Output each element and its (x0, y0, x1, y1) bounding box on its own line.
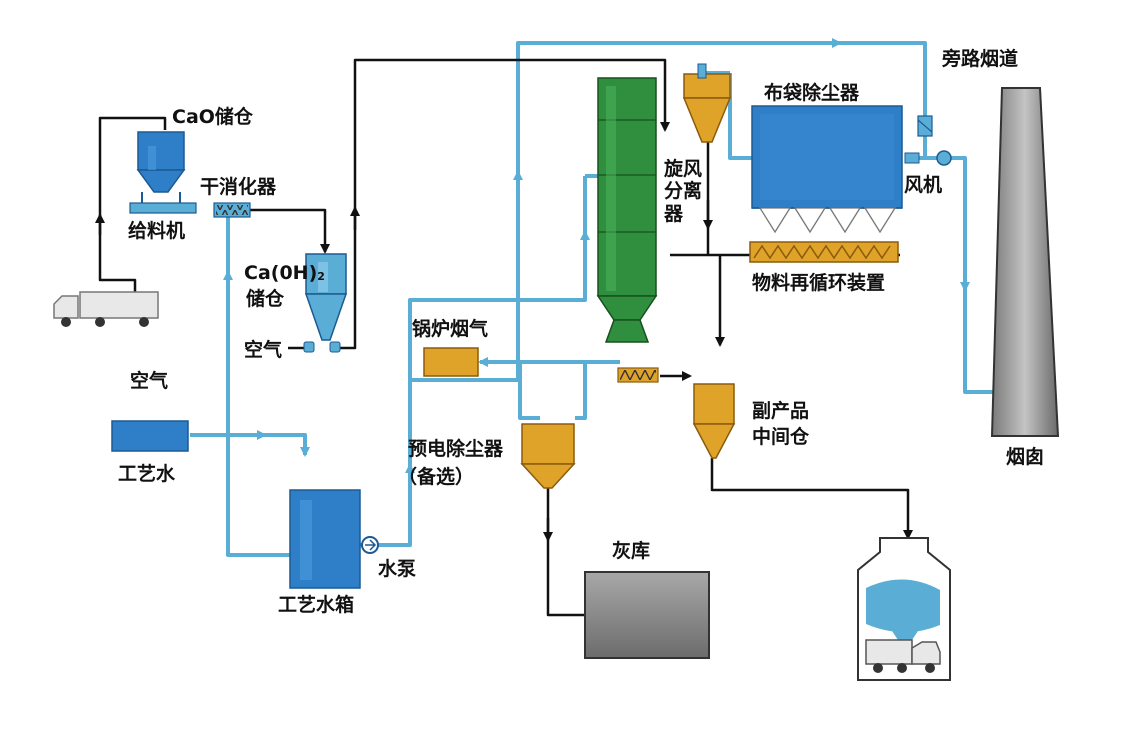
reactor-tower (596, 77, 658, 343)
caoh2-silo (304, 253, 348, 341)
label-water-pump: 水泵 (378, 558, 417, 580)
label-pre-esp: 预电除尘器 (408, 438, 504, 460)
label-caoh2-main: Ca(0H) (244, 262, 318, 284)
water-gas-pipes (190, 38, 1000, 557)
label-cyclone-line2: 分离 (664, 180, 703, 203)
bypass-damper-icon (917, 115, 933, 137)
label-caoh2-silo: Ca(0H)2 (244, 264, 325, 283)
label-byproduct-2: 中间仓 (752, 426, 810, 448)
label-air: 空气 (130, 370, 169, 392)
baghouse-filter (751, 105, 903, 234)
label-boiler-gas: 锅炉烟气 (412, 318, 489, 340)
label-caoh2-sub: 2 (317, 270, 325, 283)
label-process-water: 工艺水 (118, 463, 176, 485)
pump-icon (361, 536, 379, 554)
recirc-device (749, 241, 899, 263)
label-pre-esp-optional: （备选） (398, 466, 475, 488)
label-cyclone: 旋风 分离 器 (664, 158, 702, 225)
label-slaker: 干消化器 (200, 176, 277, 198)
label-recirc: 物料再循环装置 (752, 272, 886, 294)
fan-icon (904, 150, 952, 166)
process-water-tank (289, 489, 361, 589)
label-ash-silo: 灰库 (612, 540, 651, 562)
truck-icon (53, 291, 159, 327)
label-bypass: 旁路烟道 (942, 48, 1019, 70)
chimney (990, 87, 1060, 437)
label-fan: 风机 (904, 174, 943, 196)
label-feeder: 给料机 (128, 220, 186, 242)
byproduct-silo (692, 383, 736, 459)
cyclone-separator (682, 63, 732, 143)
label-caoh2-storage: 储仓 (246, 288, 285, 310)
label-chimney: 烟囱 (1006, 446, 1045, 468)
label-cyclone-line1: 旋风 (664, 158, 703, 180)
valve-icon (303, 341, 341, 353)
feeder-icon (129, 202, 197, 214)
ash-silo (584, 571, 710, 659)
boiler-flue-gas-box (423, 347, 479, 377)
pre-esp (520, 423, 576, 489)
label-cyclone-line3: 器 (664, 202, 684, 225)
recirc-screw-conveyor-icon (617, 367, 659, 383)
cao-silo (136, 131, 186, 205)
label-baghouse: 布袋除尘器 (764, 82, 860, 104)
truck-loading-building (857, 537, 951, 681)
label-process-water-tank: 工艺水箱 (278, 594, 355, 616)
label-byproduct-1: 副产品 (752, 400, 810, 422)
label-cao-silo: CaO储仓 (172, 106, 253, 128)
label-air-silo: 空气 (244, 339, 283, 361)
process-water-tank-small (111, 420, 189, 452)
slaker-screw-conveyor-icon (213, 202, 251, 218)
